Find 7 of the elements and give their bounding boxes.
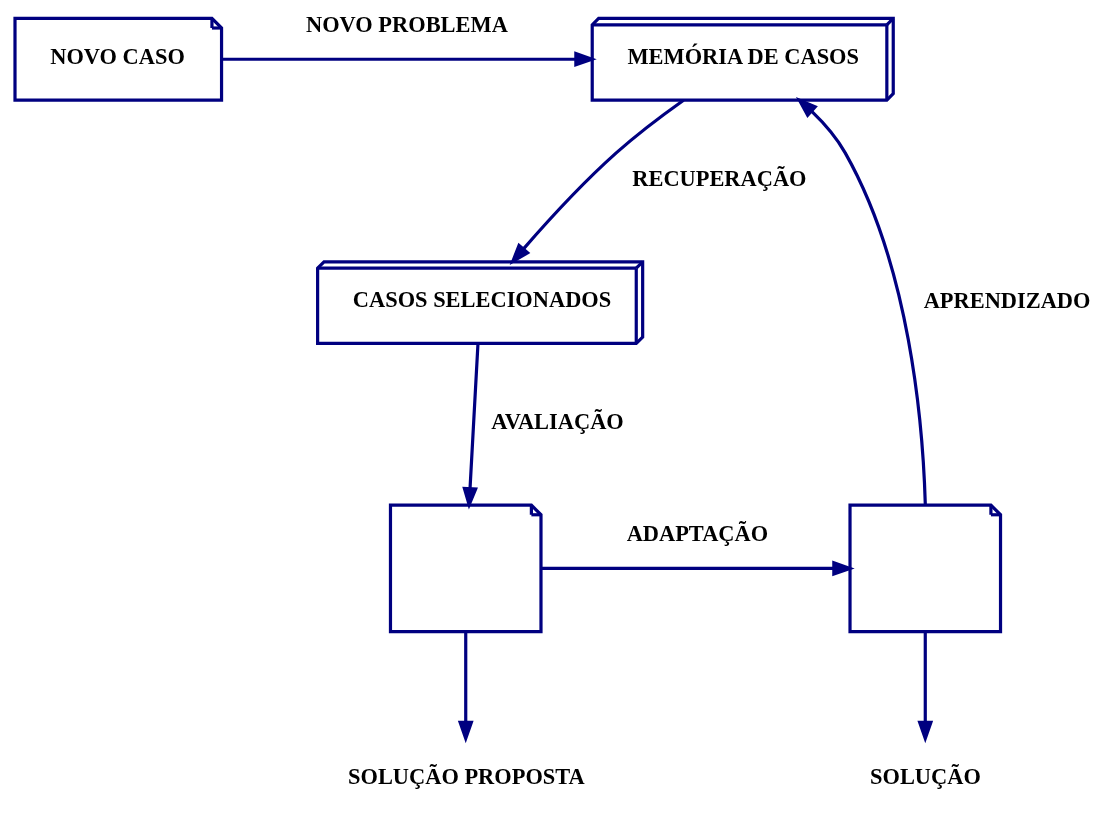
edge-label: ADAPTAÇÃO: [626, 520, 769, 546]
node-text: SOLUÇÃO PROPOSTA: [348, 763, 585, 789]
node-text: SOLUÇÃO: [870, 763, 981, 789]
edge-label: NOVO PROBLEMA: [306, 11, 508, 37]
edge-label: RECUPERAÇÃO: [632, 165, 807, 191]
edge-label: APRENDIZADO: [923, 287, 1091, 313]
edge-label: AVALIAÇÃO: [491, 408, 624, 434]
